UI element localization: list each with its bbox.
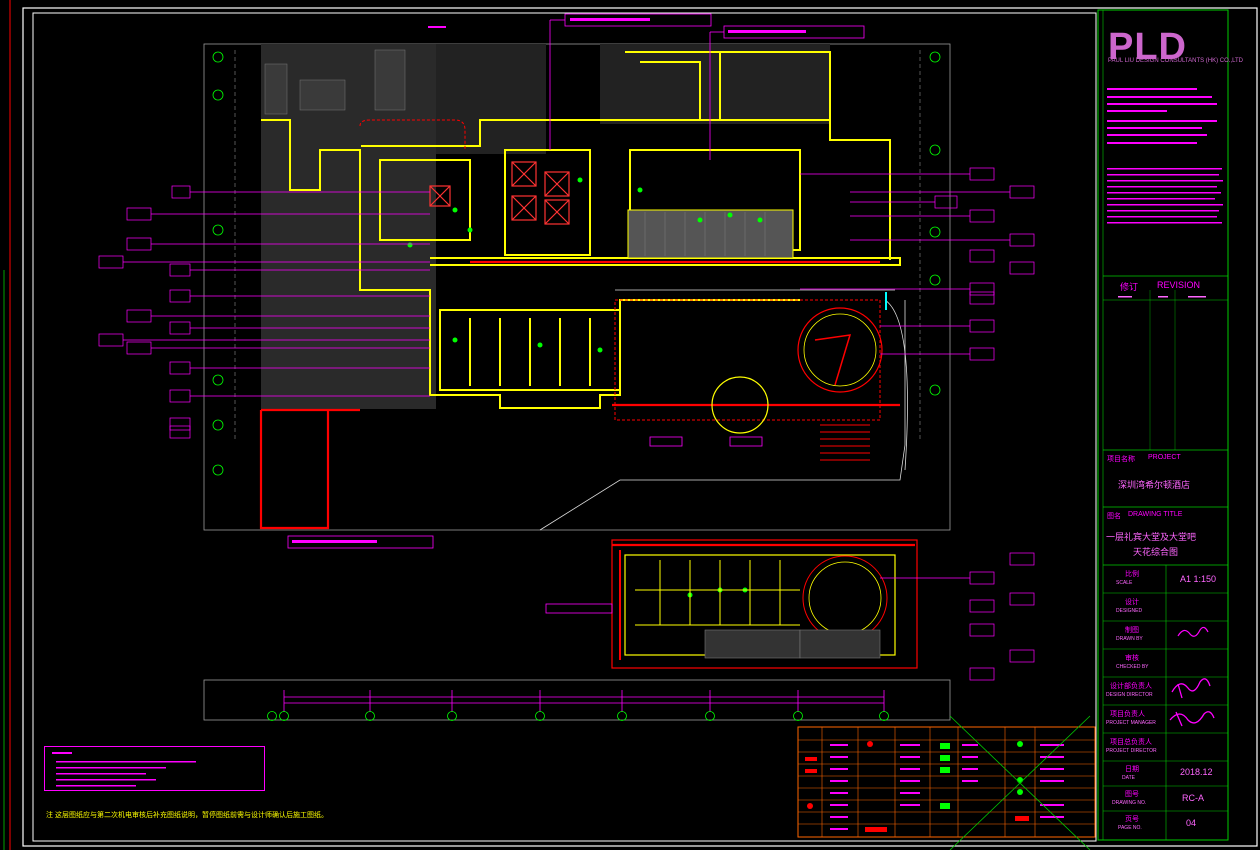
detail-plan	[611, 539, 918, 669]
project-manager-label-en: PROJECT MANAGER	[1106, 720, 1156, 726]
page-no-label-en: PAGE NO.	[1118, 825, 1142, 831]
designed-label-cn: 设计	[1125, 599, 1139, 606]
drawing-title-line-2: 天花综合图	[1133, 547, 1179, 557]
drawn-label-en: DRAWN BY	[1116, 636, 1143, 642]
company-logo-subtitle: PAUL LIU DESIGN CONSULTANTS (HK) CO.,LTD	[1108, 58, 1244, 64]
drawing-title-label-cn: 图名	[1107, 513, 1121, 520]
scale-label-cn: 比例	[1125, 571, 1139, 578]
project-label-cn: 项目名称	[1107, 456, 1135, 463]
general-notes-box	[44, 746, 265, 791]
top-notes	[287, 13, 865, 614]
drawn-label-cn: 制图	[1125, 627, 1139, 634]
date-label-en: DATE	[1122, 775, 1135, 781]
scale-value: A1 1:150	[1180, 574, 1217, 584]
project-director-label-en: PROJECT DIRECTOR	[1106, 748, 1157, 754]
drawing-title-line-1: 一层礼宾大堂及大堂吧	[1106, 532, 1197, 542]
designed-label-en: DESIGNED	[1116, 608, 1143, 614]
date-value: 2018.12	[1180, 767, 1213, 777]
title-block	[1097, 9, 1229, 841]
project-label-en: PROJECT	[1148, 454, 1181, 461]
callouts-right	[800, 167, 1035, 681]
page-no-label-cn: 页号	[1125, 816, 1139, 823]
company-logo: PLD	[1108, 26, 1187, 68]
design-director-label-cn: 设计部负责人	[1110, 683, 1152, 690]
bottom-note: 注 这层图纸应与第二次机电审核后补充图纸说明，暂停图纸前需与设计师确认后施工图纸…	[46, 812, 328, 819]
project-name: 深圳湾希尔顿酒店	[1118, 480, 1191, 490]
sheet-outer-frame	[22, 7, 1258, 847]
callouts-left	[98, 185, 430, 439]
project-manager-label-cn: 项目负责人	[1110, 711, 1145, 718]
page-no-value: 04	[1186, 818, 1197, 828]
drawing-no-value: RC-A	[1182, 793, 1204, 803]
drawing-title-label-en: DRAWING TITLE	[1128, 511, 1183, 518]
checked-label-en: CHECKED BY	[1116, 664, 1149, 670]
dimension-strip	[203, 679, 951, 721]
scale-label-en: SCALE	[1116, 580, 1133, 586]
design-director-label-en: DESIGN DIRECTOR	[1106, 692, 1153, 698]
drawing-no-label-en: DRAWING NO.	[1112, 800, 1147, 806]
date-label-cn: 日期	[1125, 766, 1139, 773]
legend-table	[797, 715, 1096, 850]
revision-label-cn: 修订	[1120, 282, 1139, 292]
drawing-no-label-cn: 图号	[1125, 791, 1139, 798]
checked-label-cn: 审核	[1125, 655, 1139, 662]
sheet-inner-frame	[32, 12, 1097, 842]
project-director-label-cn: 项目总负责人	[1110, 739, 1152, 746]
revision-label-en: REVISION	[1157, 280, 1201, 290]
floor-plan	[203, 43, 951, 598]
